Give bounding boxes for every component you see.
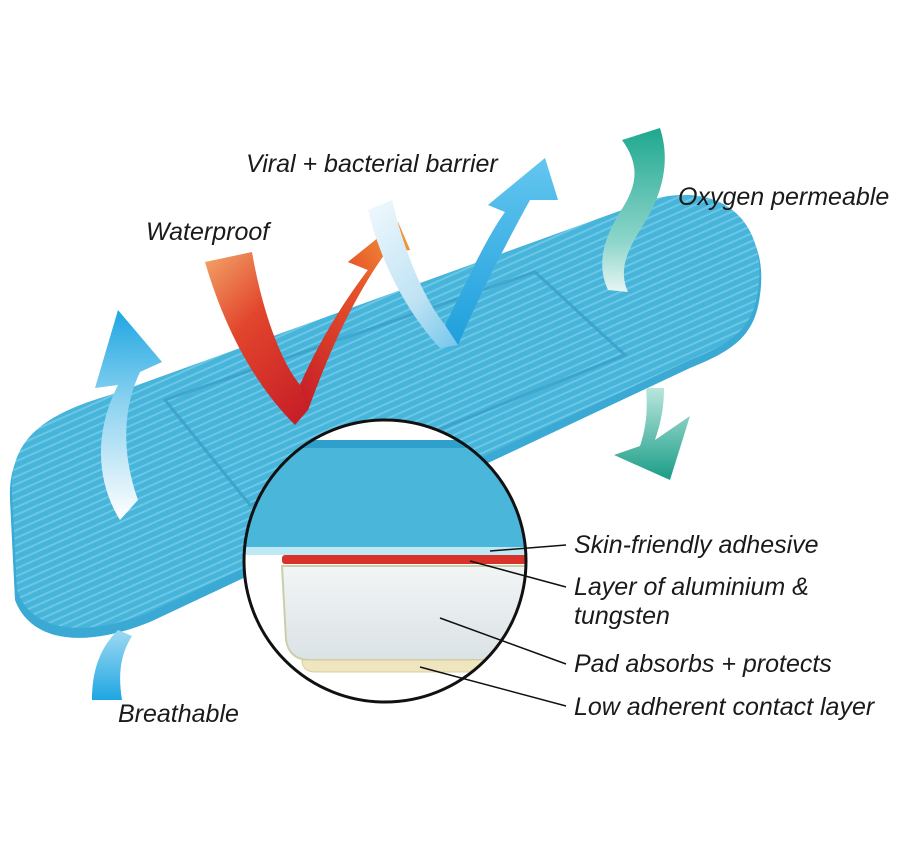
contact-layer-label: Low adherent contact layer bbox=[574, 693, 875, 721]
breathable-arrow-upper bbox=[95, 310, 162, 520]
breathable-arrow-lower bbox=[92, 630, 132, 700]
leader-lines bbox=[419, 544, 567, 707]
pad-outline bbox=[162, 270, 628, 507]
pad-section bbox=[280, 565, 526, 661]
leader-metal bbox=[469, 560, 567, 588]
metal-layer-section bbox=[282, 555, 526, 564]
leader-contact bbox=[419, 666, 567, 707]
oxygen-permeable-label: Oxygen permeable bbox=[678, 183, 890, 211]
plaster-layer-section bbox=[244, 440, 526, 550]
oxygen-arrow bbox=[602, 128, 690, 480]
metal-layer-label-line1: Layer of aluminium & bbox=[574, 573, 809, 601]
viral-barrier-arrow bbox=[368, 158, 558, 348]
metal-layer-label-line2: tungsten bbox=[574, 601, 670, 630]
adhesive-layer-section bbox=[244, 547, 526, 555]
adhesive-label: Skin-friendly adhesive bbox=[574, 531, 819, 559]
viral-barrier-label: Viral + bacterial barrier bbox=[246, 150, 498, 178]
metal-layer-label: Layer of aluminium & tungsten bbox=[574, 573, 809, 631]
leader-adhesive bbox=[489, 544, 567, 552]
breathable-label: Breathable bbox=[118, 700, 239, 728]
leader-pad bbox=[439, 617, 567, 665]
pad-label: Pad absorbs + protects bbox=[574, 650, 832, 678]
cross-section-lens bbox=[242, 418, 528, 704]
contact-layer-section bbox=[301, 659, 526, 673]
waterproof-label: Waterproof bbox=[146, 218, 270, 246]
